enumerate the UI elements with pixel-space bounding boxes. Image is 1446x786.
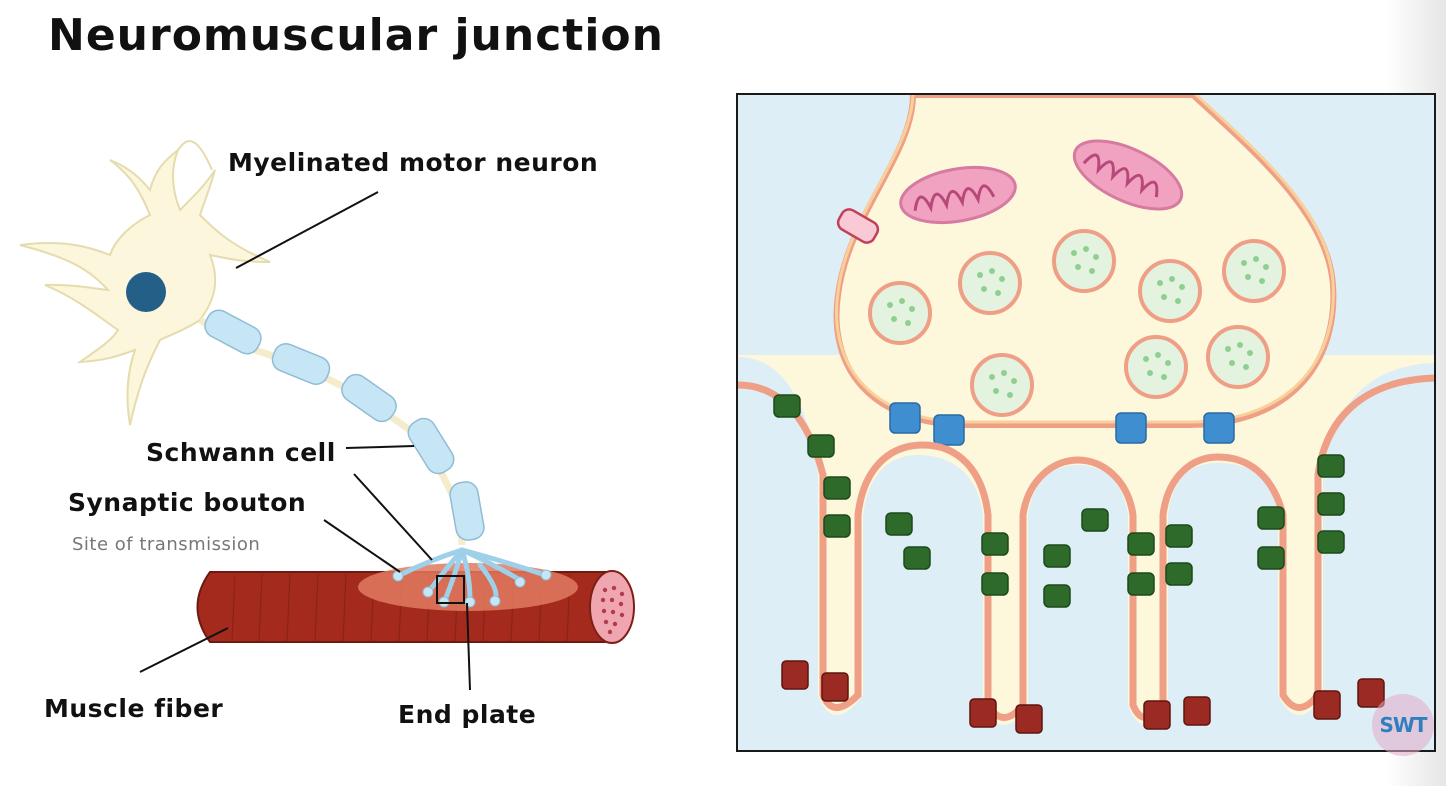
overview-illustration	[19, 140, 635, 691]
label-muscle-fiber: Muscle fiber	[44, 694, 224, 723]
junction-detail-panel	[736, 93, 1436, 752]
label-end-plate: End plate	[398, 700, 537, 729]
junctional-folds-cleft	[738, 357, 1434, 750]
neuron-nucleus	[126, 272, 166, 312]
mitochondria	[899, 139, 1184, 225]
bouton-leader-line	[323, 519, 401, 573]
calcium-channels	[889, 402, 1235, 446]
terminal-channel	[836, 208, 880, 244]
zoom-box	[436, 575, 465, 604]
sodium-channels	[781, 660, 1385, 734]
schwann-leader-line	[345, 445, 415, 449]
synaptic-vesicles	[868, 229, 1286, 417]
diagram-title: Neuromuscular junction	[48, 10, 664, 61]
label-schwann-cell: Schwann cell	[146, 438, 336, 467]
muscle-leader-line	[139, 627, 229, 673]
channel-logo: SWT	[1372, 694, 1434, 756]
endplate-leader-line	[466, 602, 471, 691]
label-motor-neuron: Myelinated motor neuron	[228, 148, 599, 177]
ach-receptors	[773, 394, 1345, 608]
label-synaptic-bouton: Synaptic bouton	[68, 488, 307, 517]
neuron-leader-line	[235, 191, 379, 269]
myelin-sheath	[204, 309, 485, 541]
postsynaptic-membrane	[738, 374, 1434, 721]
schwann-leader-line-2	[353, 473, 433, 561]
label-site-of-transmission: Site of transmission	[72, 534, 261, 555]
